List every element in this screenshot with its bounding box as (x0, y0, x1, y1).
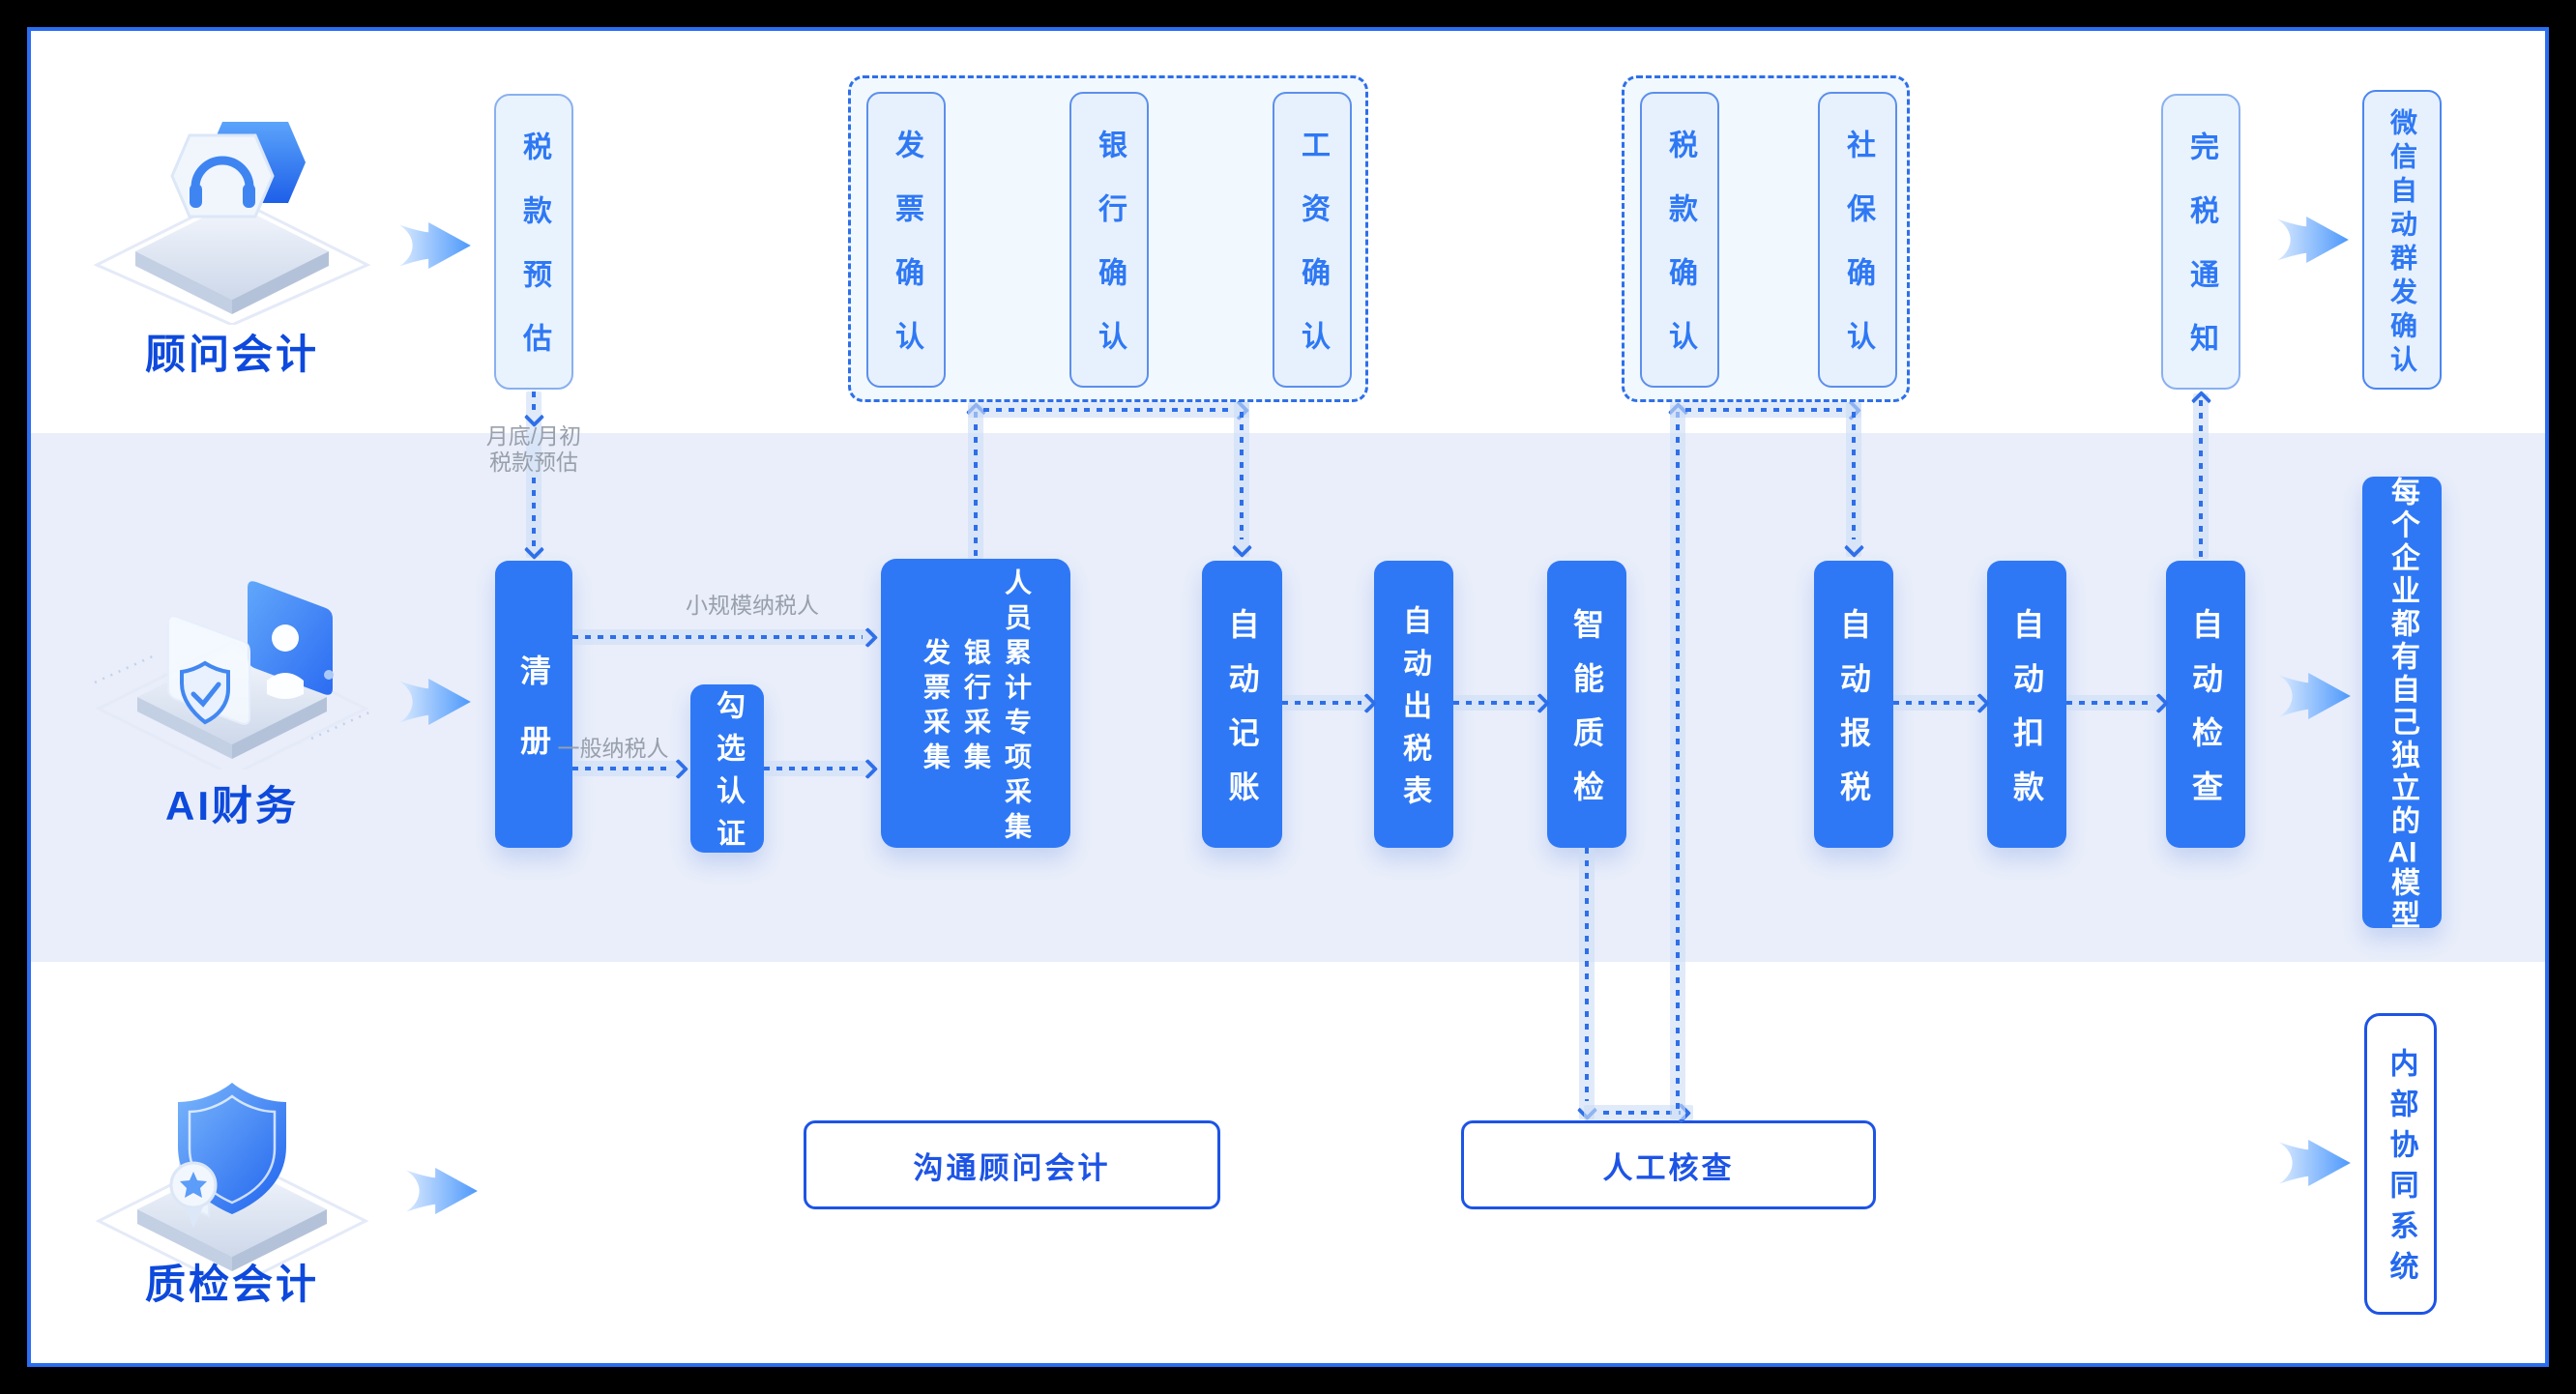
node-auto-tax-filing: 自动报税 (1814, 561, 1893, 848)
flow-arrow-advisor (393, 217, 478, 275)
flow-arrow-ai (393, 673, 478, 731)
lane-title-qc: 质检会计 (144, 1262, 319, 1307)
node-internal-system: 内部协同系统 (2364, 1013, 2437, 1315)
connector-deduction-autocheck (2066, 701, 2153, 705)
headset-shield-3d-icon (93, 122, 371, 325)
connector-tickauth-collection (764, 767, 863, 770)
connector-autocheck-taxpaid (2199, 400, 2203, 557)
node-communicate-advisor: 沟通顾问会计 (804, 1120, 1220, 1209)
node-tax-confirm: 税款确认 (1640, 92, 1719, 388)
flow-arrow-qc (399, 1162, 484, 1220)
node-bank-confirm: 银行确认 (1069, 92, 1149, 388)
connector-taxestimate-register-2 (532, 478, 536, 547)
connector-bookkeeping-taxreport (1282, 701, 1361, 705)
connector-taxestimate-register-band (526, 392, 542, 558)
connector-group2-taxfiling-h (1685, 408, 1845, 412)
node-manual-review: 人工核查 (1461, 1120, 1876, 1209)
node-smart-qc: 智能质检 (1547, 561, 1626, 848)
node-register: 清册 (495, 561, 572, 848)
node-tick-auth: 勾选认证 (690, 684, 764, 860)
connector-register-tickauth (572, 767, 673, 770)
connector-manualreview-group2 (1676, 412, 1680, 1110)
flow-arrow-internal (2272, 1134, 2357, 1192)
connector-group2-taxfiling-v (1852, 412, 1856, 539)
node-auto-tax-report: 自动出税表 (1374, 561, 1453, 848)
edge-note-monthly: 月底/月初 税款预估 (485, 423, 582, 475)
node-auto-deduction: 自动扣款 (1987, 561, 2066, 848)
connector-collection-group1 (974, 412, 978, 557)
edge-note-general: 一般纳税人 (557, 736, 669, 761)
node-salary-confirm: 工资确认 (1273, 92, 1352, 388)
node-invoice-confirm: 发票确认 (866, 92, 946, 388)
confirm-group-2: 税款确认 社保确认 (1622, 75, 1910, 402)
node-tax-estimate: 税款预估 (494, 94, 573, 390)
shield-medal-3d-icon (95, 1083, 369, 1282)
connector-register-collection (572, 635, 863, 639)
node-ai-model-note: 每个企业都有自己独立的AI模型 (2362, 477, 2442, 933)
diagram-canvas: 顾问会计 AI财务 质检会计 税款预估 (27, 27, 2549, 1367)
node-tax-paid-notice: 完税通知 (2161, 94, 2240, 390)
lane-title-ai-finance: AI财务 (164, 783, 299, 828)
edge-note-small-scale: 小规模纳税人 (686, 593, 819, 618)
screen-person-shield-3d-icon (94, 581, 372, 770)
connector-taxfiling-deduction (1893, 701, 1975, 705)
connector-taxestimate-register (532, 392, 536, 417)
connector-manualreview-up-h (1603, 1111, 1681, 1115)
node-collection: 发票采集 银行采集 人员累计专项采集 (881, 559, 1070, 848)
node-auto-bookkeeping: 自动记账 (1202, 561, 1282, 848)
node-auto-check: 自动检查 (2166, 561, 2245, 848)
flow-arrow-wechat (2270, 211, 2356, 269)
flow-arrow-ai-model (2272, 667, 2357, 725)
connector-smartqc-manualreview (1585, 848, 1589, 1101)
confirm-group-1: 发票确认 银行确认 工资确认 (848, 75, 1368, 402)
connector-taxreport-smartqc (1453, 701, 1535, 705)
connector-group1-bookkeeping-v (1240, 412, 1244, 539)
connector-group1-bookkeeping-h (983, 408, 1233, 412)
lane-title-advisor: 顾问会计 (144, 332, 319, 377)
node-social-confirm: 社保确认 (1818, 92, 1897, 388)
node-wechat-broadcast: 微信自动群发确认 (2362, 90, 2442, 390)
